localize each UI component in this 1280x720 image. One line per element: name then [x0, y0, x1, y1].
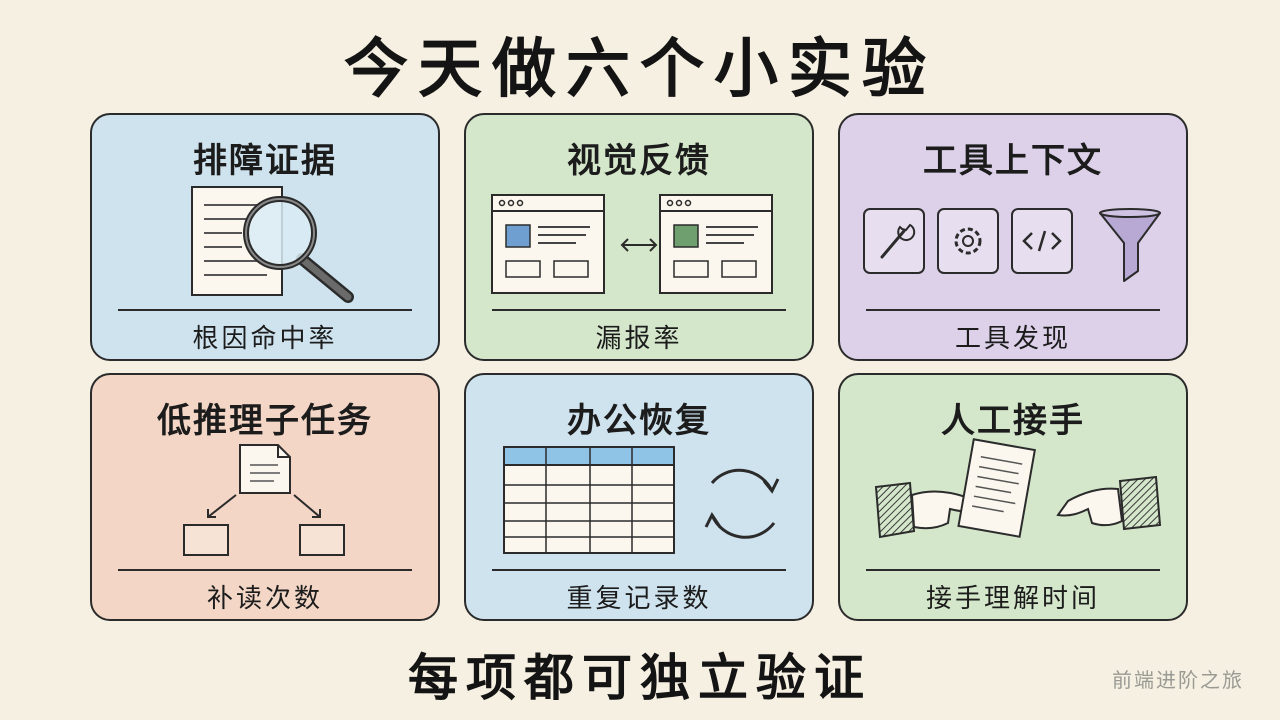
card-title: 人工接手 [941, 401, 1085, 441]
card-debug-evidence: 排障证据 根因命中率 [90, 113, 440, 361]
page-title: 今天做六个小实验 [344, 33, 936, 107]
magnifier-document-icon [191, 186, 354, 303]
code-icon [1011, 208, 1073, 274]
document-split-icon [183, 444, 345, 556]
browser-compare-icon [491, 194, 773, 294]
filter-funnel-icon [1099, 208, 1161, 282]
card-title: 办公恢复 [567, 401, 711, 441]
handoff-hands-icon [874, 438, 1162, 539]
divider [866, 309, 1160, 311]
card-metric: 补读次数 [206, 584, 323, 614]
card-office-recovery: 办公恢复 重复记录数 [464, 373, 814, 621]
footer-caption: 每项都可独立验证 [408, 649, 872, 707]
card-low-reasoning-subtasks: 低推理子任务 补读次数 [90, 373, 440, 621]
gear-icon [937, 208, 999, 274]
watermark: 前端进阶之旅 [1112, 668, 1244, 692]
card-metric: 根因命中率 [192, 324, 338, 354]
wrench-icon [863, 208, 925, 274]
card-tool-context: 工具上下文 工具发现 [838, 113, 1188, 361]
card-metric: 工具发现 [954, 324, 1071, 354]
card-metric: 漏报率 [595, 324, 683, 354]
card-visual-feedback: 视觉反馈 [464, 113, 814, 361]
card-title: 低推理子任务 [157, 401, 373, 441]
spreadsheet-refresh-icon [503, 446, 780, 554]
divider [492, 569, 786, 571]
card-metric: 接手理解时间 [925, 584, 1100, 614]
tool-icons-row [863, 208, 1161, 282]
card-human-handoff: 人工接手 接手理解时间 [838, 373, 1188, 621]
card-title: 工具上下文 [923, 141, 1103, 181]
divider [118, 309, 412, 311]
divider [492, 309, 786, 311]
refresh-icon [704, 468, 780, 539]
card-title: 视觉反馈 [567, 141, 711, 181]
card-metric: 重复记录数 [566, 584, 712, 614]
card-title: 排障证据 [193, 141, 337, 181]
divider [866, 569, 1160, 571]
divider [118, 569, 412, 571]
